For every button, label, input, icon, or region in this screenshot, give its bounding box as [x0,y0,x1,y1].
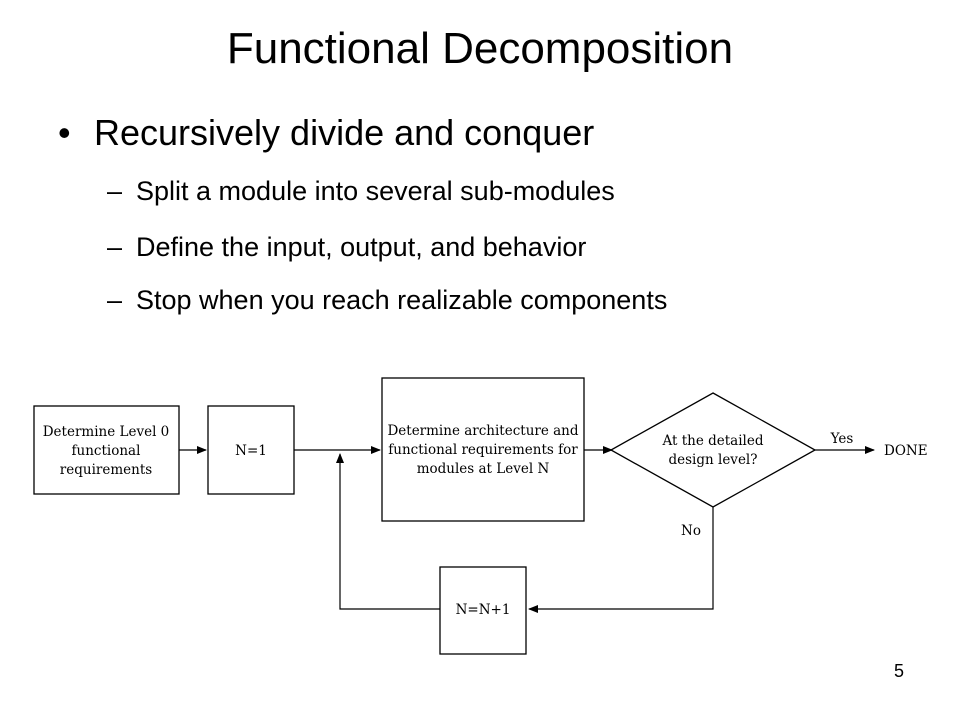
architecture-line-2: functional requirements for [388,442,578,458]
done-label: DONE [884,443,928,459]
decision-diamond [609,392,817,508]
sub-bullet-3-text: Stop when you reach realizable component… [136,285,668,315]
decision-line-2: design level? [669,452,758,468]
level0-line-1: Determine Level 0 [43,424,170,440]
sub-bullet-1-text: Split a module into several sub-modules [136,176,615,206]
no-label: No [681,523,701,539]
n-init-label: N=1 [235,443,267,459]
sub-bullet-dash: – [107,176,123,206]
level0-box [33,405,180,495]
sub-bullet-dash: – [107,285,123,315]
bullet-dot: • [58,112,71,153]
architecture-line-3: modules at Level N [417,461,550,477]
arrow-no-to-increment [528,507,714,613]
page-number: 5 [893,661,904,681]
yes-label: Yes [830,431,854,447]
increment-box [439,566,527,655]
arrow-increment-loop-back [336,453,440,610]
increment-label: N=N+1 [456,602,511,618]
sub-bullet-2-text: Define the input, output, and behavior [136,232,587,262]
decision-line-1: At the detailed [662,433,764,449]
bullet-main-text: Recursively divide and conquer [94,112,595,153]
level0-line-3: requirements [60,462,152,478]
level0-line-2: functional [72,443,141,459]
slide-title: Functional Decomposition [226,24,734,73]
bullet-list: • Recursively divide and conquer – Split… [0,0,960,340]
architecture-box [381,377,585,522]
architecture-line-1: Determine architecture and [387,423,578,439]
sub-bullet-dash: – [107,232,123,262]
